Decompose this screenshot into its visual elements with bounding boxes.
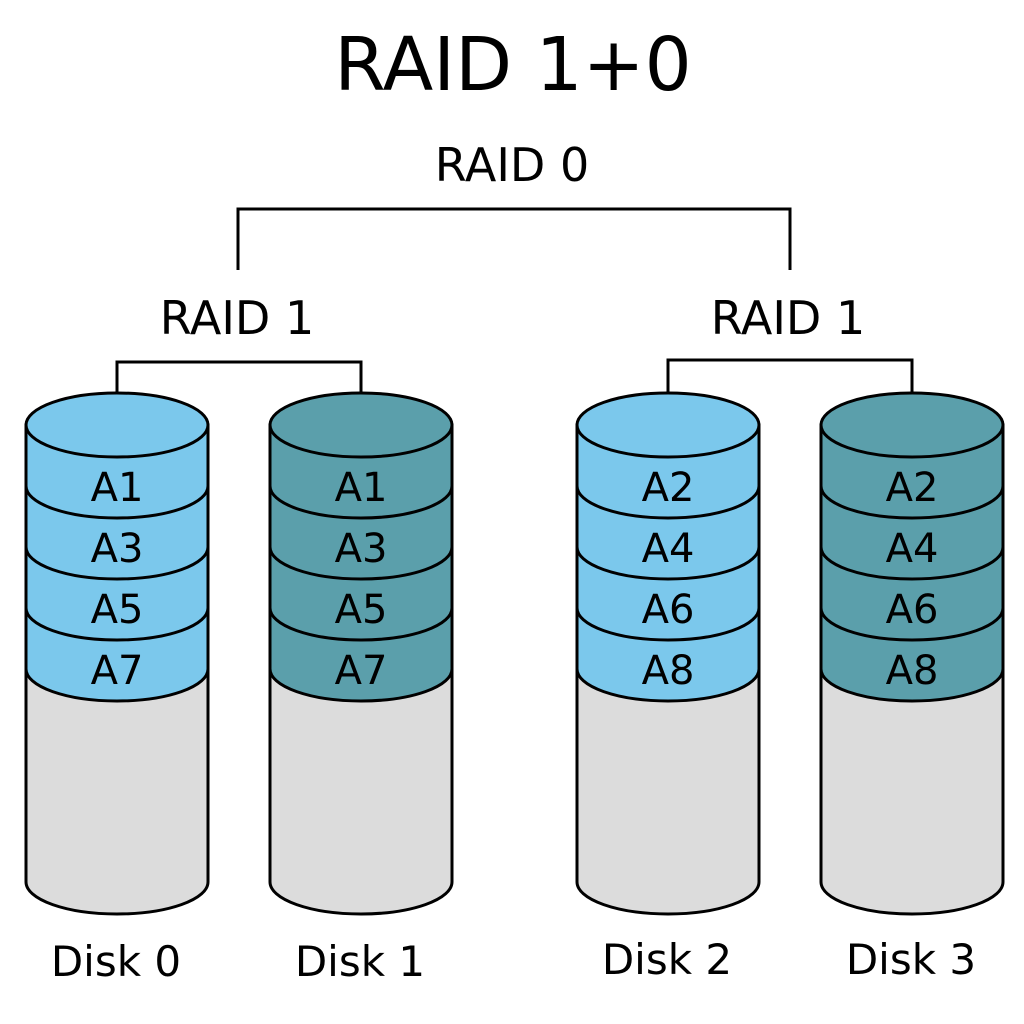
disk-3-block-2-label: A6 xyxy=(886,587,939,633)
disk-1-block-0-label: A1 xyxy=(335,465,388,511)
disk-1-free-space xyxy=(268,667,454,916)
disk-2-block-0-label: A2 xyxy=(642,465,695,511)
disk-2-block-3-label: A8 xyxy=(642,648,695,694)
disk-0-block-1-label: A3 xyxy=(91,526,144,572)
disk-0-block-0-label: A1 xyxy=(91,465,144,511)
disk-2-free-space xyxy=(575,667,761,916)
disk-3-top-cap xyxy=(819,391,1005,459)
disk-1-block-3-label: A7 xyxy=(335,648,388,694)
disk-3-block-3-label: A8 xyxy=(886,648,939,694)
disk-3-label: Disk 3 xyxy=(846,935,976,984)
disk-0-block-3-label: A7 xyxy=(91,648,144,694)
disk-1-top-cap xyxy=(268,391,454,459)
disk-0-label: Disk 0 xyxy=(51,937,181,986)
disk-3-block-1-label: A4 xyxy=(886,526,939,572)
disk-2-label: Disk 2 xyxy=(602,935,732,984)
disk-0-top-cap xyxy=(24,391,210,459)
raid0-connector xyxy=(236,207,792,270)
raid1-left-label: RAID 1 xyxy=(160,291,314,345)
raid0-label: RAID 0 xyxy=(435,138,589,192)
disk-1-label: Disk 1 xyxy=(295,937,425,986)
disk-2-top-cap xyxy=(575,391,761,459)
disk-2-block-2-label: A6 xyxy=(642,587,695,633)
disk-1-block-2-label: A5 xyxy=(335,587,388,633)
disk-0-free-space xyxy=(24,667,210,916)
diagram-title: RAID 1+0 xyxy=(334,22,692,108)
disk-0-block-2-label: A5 xyxy=(91,587,144,633)
raid1-right-label: RAID 1 xyxy=(711,291,865,345)
disk-3-free-space xyxy=(819,667,1005,916)
disk-3-block-0-label: A2 xyxy=(886,465,939,511)
disk-1-block-1-label: A3 xyxy=(335,526,388,572)
disk-2-block-1-label: A4 xyxy=(642,526,695,572)
